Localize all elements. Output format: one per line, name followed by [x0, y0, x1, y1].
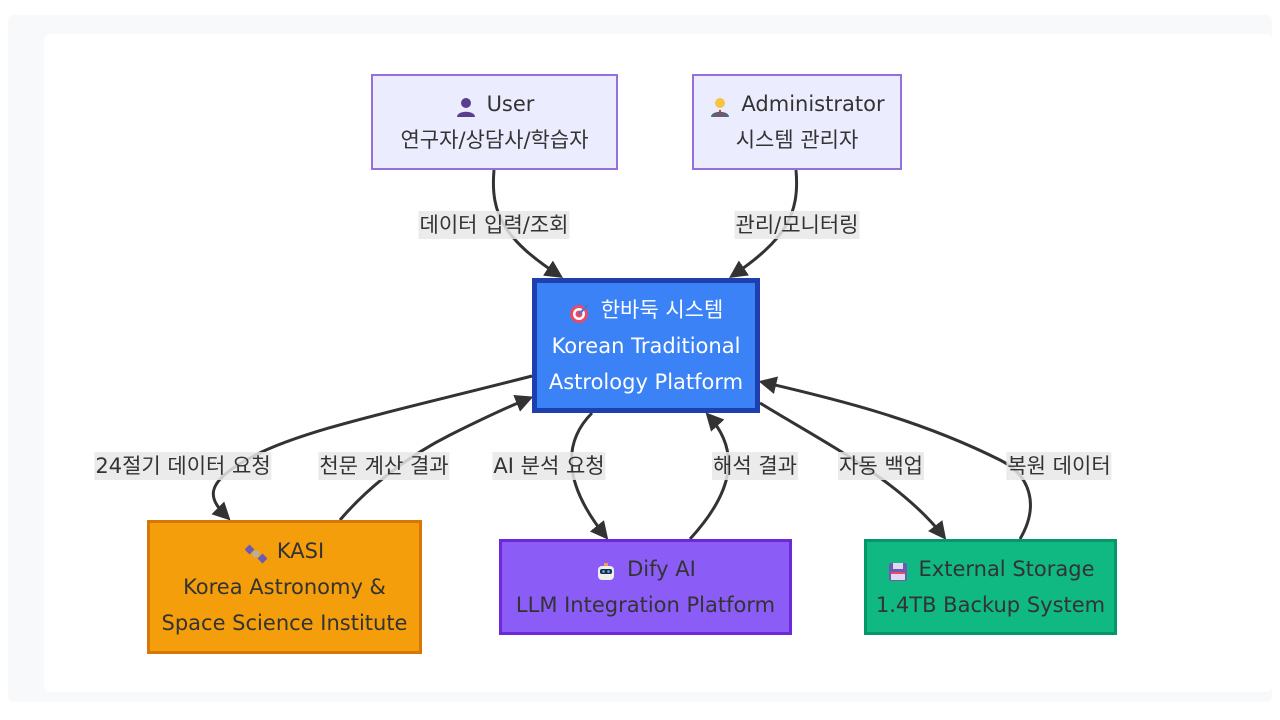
node-dify-title: Dify AI: [627, 557, 696, 581]
edge-core-kasi: [211, 374, 533, 521]
node-kasi-line2: Korea Astronomy &: [183, 575, 386, 599]
node-dify-subtitle: LLM Integration Platform: [515, 593, 776, 617]
node-core-line3: Astrology Platform: [548, 369, 744, 394]
satellite-icon: [244, 540, 268, 564]
edge-label-admin-core: 관리/모니터링: [734, 211, 860, 239]
node-admin-title: Administrator: [741, 92, 885, 116]
node-admin-subtitle: 시스템 관리자: [735, 128, 859, 152]
edge-label-dify-core: 해석 결과: [712, 452, 798, 480]
floppy-disk-icon: [887, 558, 909, 581]
node-kasi[interactable]: KASI Korea Astronomy & Space Science Ins…: [147, 520, 422, 654]
edge-storage-core: [758, 376, 1032, 540]
node-user-subtitle: 연구자/상담사/학습자: [400, 128, 589, 152]
edge-label-core-dify: AI 분석 요청: [492, 452, 606, 480]
node-core[interactable]: 한바둑 시스템 Korean Traditional Astrology Pla…: [532, 278, 760, 413]
node-storage-title: External Storage: [918, 557, 1095, 581]
node-core-title: 한바둑 시스템: [600, 297, 724, 322]
target-icon: [569, 299, 591, 323]
node-kasi-line3: Space Science Institute: [161, 611, 408, 635]
node-core-line2: Korean Traditional: [551, 333, 741, 358]
edge-label-kasi-core: 천문 계산 결과: [318, 452, 450, 480]
robot-icon: [595, 558, 617, 580]
node-user-title: User: [486, 92, 535, 116]
edge-label-user-core: 데이터 입력/조회: [418, 211, 570, 239]
node-user[interactable]: User 연구자/상담사/학습자: [371, 74, 618, 170]
edge-label-storage-core: 복원 데이터: [1006, 452, 1112, 480]
edge-label-core-kasi: 24절기 데이터 요청: [94, 452, 272, 480]
edge-label-core-storage: 자동 백업: [838, 452, 924, 480]
node-storage[interactable]: External Storage 1.4TB Backup System: [864, 539, 1117, 635]
node-kasi-title: KASI: [276, 539, 325, 563]
node-admin[interactable]: Administrator 시스템 관리자: [692, 74, 902, 170]
node-dify[interactable]: Dify AI LLM Integration Platform: [499, 539, 792, 635]
person-icon: [455, 93, 477, 117]
node-storage-subtitle: 1.4TB Backup System: [875, 593, 1106, 617]
office-worker-icon: [709, 93, 731, 117]
edge-kasi-core: [338, 394, 534, 521]
